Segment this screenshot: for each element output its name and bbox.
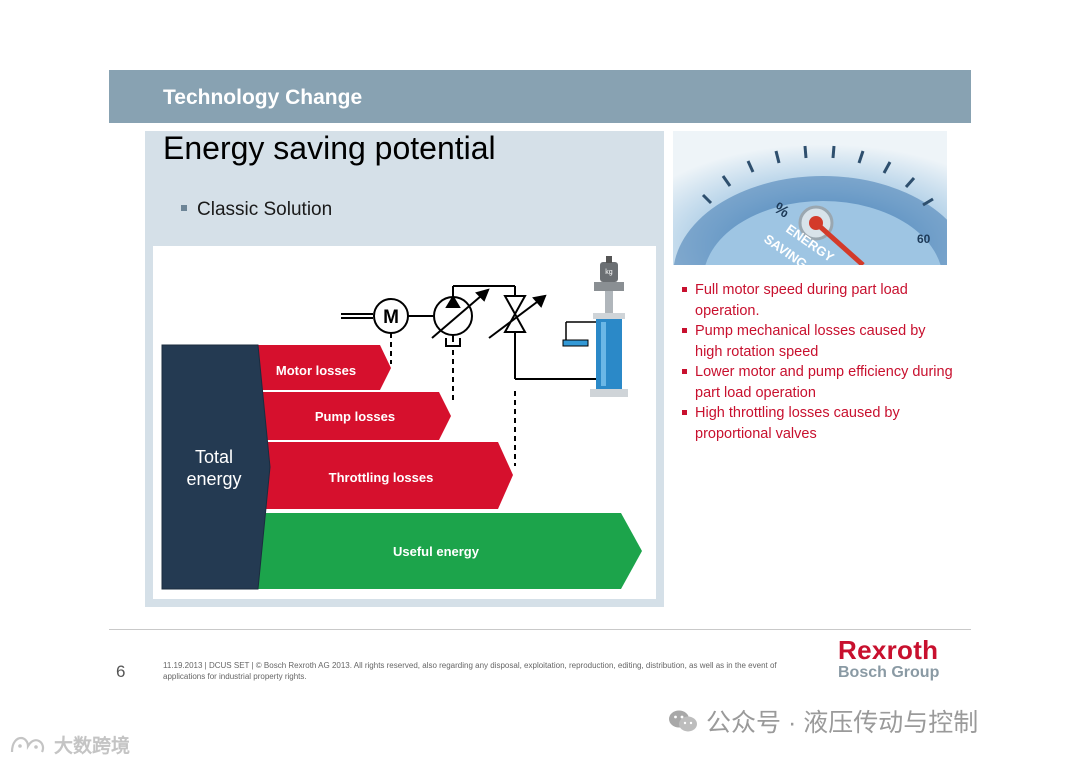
cylinder-with-weight: kg <box>562 256 628 397</box>
watermark-right: 公众号 · 液压传动与控制 <box>668 703 978 739</box>
bullet-classic-solution: Classic Solution <box>181 199 332 221</box>
gauge-scale-60: 60 <box>917 232 931 246</box>
gauge-ticks-icon <box>701 145 934 207</box>
benefit-bullet-list: Full motor speed during part load operat… <box>680 280 955 444</box>
pump-losses-label: Pump losses <box>315 409 395 424</box>
bullet-item: Pump mechanical losses caused by high ro… <box>680 321 955 362</box>
bullet-square-icon <box>181 204 187 211</box>
motor-losses-arrow <box>251 345 391 390</box>
pump-triangle <box>445 295 461 308</box>
speedometer-image: % ENERGY SAVING 60 <box>673 131 947 265</box>
bullet-item: High throttling losses caused by proport… <box>680 403 955 444</box>
throttling-losses-label: Throttling losses <box>329 470 434 485</box>
page-heading: Energy saving potential <box>163 130 496 166</box>
useful-energy-arrow <box>251 513 642 589</box>
cylinder-body <box>596 319 622 389</box>
weight-block <box>600 262 618 282</box>
footer-legal-text: 11.19.2013 | DCUS SET | © Bosch Rexroth … <box>163 661 777 681</box>
wechat-icon <box>669 710 697 732</box>
pump-tank <box>445 338 461 347</box>
bullet-text: Classic Solution <box>197 199 333 220</box>
watermark-left: 大数跨境 <box>9 731 130 758</box>
valve-triangle-top <box>503 295 527 317</box>
total-energy-block <box>161 344 271 590</box>
motor-losses-label: Motor losses <box>276 363 356 378</box>
watermark-right-text: 公众号 · 液压传动与控制 <box>706 709 979 737</box>
header-title: Technology Change <box>163 86 363 109</box>
motor-m-label: M <box>383 307 399 328</box>
energy-flow-arrows: Total energy Motor losses Pump losses Th… <box>161 344 642 590</box>
cat-logo-icon <box>10 736 45 752</box>
watermark-left-text: 大数跨境 <box>54 736 131 757</box>
weight-label: kg <box>605 269 613 276</box>
valve-variable-arrow <box>488 295 546 339</box>
total-label-line2: energy <box>186 469 241 489</box>
total-label-line1: Total <box>195 447 233 467</box>
bullet-item: Full motor speed during part load operat… <box>680 280 955 321</box>
throttling-losses-arrow <box>251 442 513 509</box>
bosch-group-logo: Bosch Group <box>838 664 940 681</box>
hydraulic-schematic <box>341 285 603 466</box>
useful-energy-label: Useful energy <box>393 544 480 559</box>
energy-diagram: kg Total energy Motor losses Pump losses… <box>161 256 642 590</box>
rexroth-logo: Rexroth <box>838 635 939 665</box>
pump-losses-arrow <box>251 392 451 440</box>
bullet-item: Lower motor and pump efficiency during p… <box>680 362 955 403</box>
footer-divider <box>109 629 971 630</box>
header-bar <box>109 70 971 123</box>
pump-variable-arrow <box>431 289 489 339</box>
page-number: 6 <box>116 662 126 681</box>
